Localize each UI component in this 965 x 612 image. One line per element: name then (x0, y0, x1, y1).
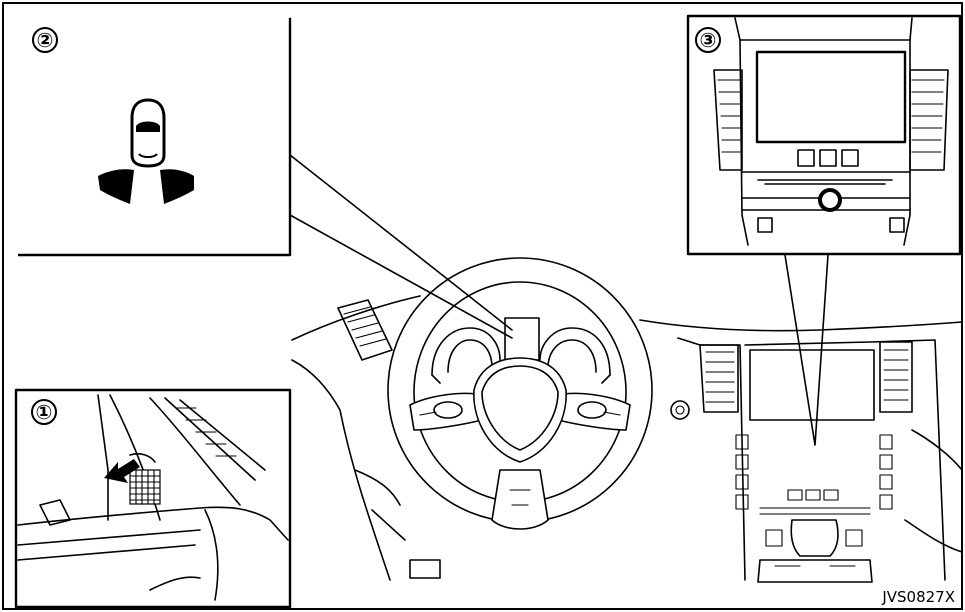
callout-3-label: ③ (700, 28, 717, 52)
callout-1-label: ① (36, 400, 53, 424)
callout-2-label: ② (37, 28, 54, 52)
pointer-line-2b (289, 214, 513, 339)
pointer-line-3 (784, 254, 829, 446)
left-sensor-arc-icon (98, 169, 134, 204)
panel-1: ① (14, 388, 292, 609)
left-air-vent (337, 299, 393, 361)
center-console (677, 337, 946, 583)
figure-code: JVS0827X (881, 588, 955, 606)
right-sensor-arc-icon (160, 169, 194, 204)
arrow-icon (104, 459, 140, 483)
steering-wheel (387, 257, 653, 530)
sensor-grille-icon (129, 469, 161, 505)
panel-2: ② (16, 16, 292, 257)
panel-3: ③ (686, 14, 962, 256)
dashboard-illustration (289, 17, 963, 583)
car-top-view-icon (130, 98, 166, 168)
